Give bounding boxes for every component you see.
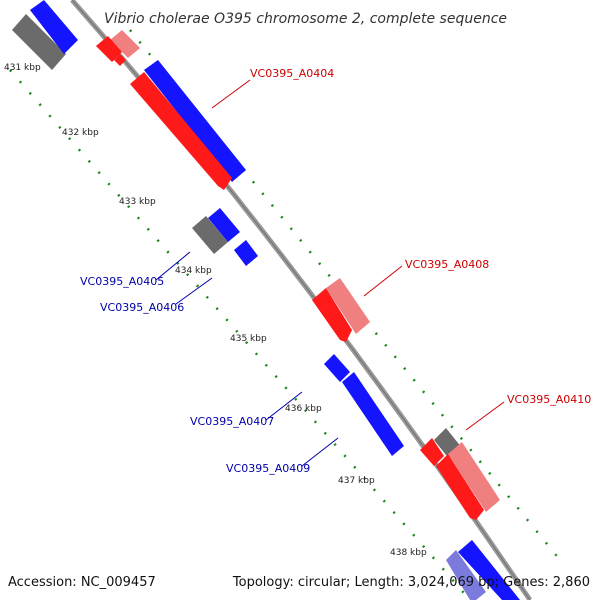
tick-435: 435 kbp <box>230 334 267 344</box>
leader-a0410 <box>465 401 505 431</box>
feature-reverse-a0408[interactable] <box>312 288 352 342</box>
feature-other-a0405[interactable] <box>192 216 228 254</box>
feature-forward-a0407[interactable] <box>324 354 350 382</box>
leader-a0404 <box>211 79 251 109</box>
feature-reverse-light-a0408[interactable] <box>326 278 370 334</box>
feature-forward-438a[interactable] <box>446 550 486 600</box>
gene-label-a0406[interactable]: VC0395_A0406 <box>100 301 184 314</box>
feature-forward-a0404[interactable] <box>144 60 246 182</box>
tick-433: 433 kbp <box>119 197 156 207</box>
gene-label-a0409[interactable]: VC0395_A0409 <box>226 462 310 475</box>
tick-436: 436 kbp <box>285 404 322 414</box>
gene-label-a0404[interactable]: VC0395_A0404 <box>250 67 334 80</box>
map-title: Vibrio cholerae O395 chromosome 2, compl… <box>104 11 507 27</box>
feature-forward-431[interactable] <box>30 0 78 54</box>
feature-reverse-a0410b[interactable] <box>436 454 484 520</box>
leader-a0406 <box>175 277 213 305</box>
tick-437: 437 kbp <box>338 476 375 486</box>
gene-label-a0408[interactable]: VC0395_A0408 <box>405 258 489 271</box>
feature-forward-a0409[interactable] <box>342 372 404 456</box>
tick-431: 431 kbp <box>4 63 41 73</box>
tick-labels: 431 kbp 432 kbp 433 kbp 434 kbp 435 kbp … <box>4 63 427 558</box>
leader-lines <box>155 79 505 467</box>
feature-reverse-light-a0410[interactable] <box>448 442 500 512</box>
gene-labels: VC0395_A0404 VC0395_A0405 VC0395_A0406 V… <box>80 67 591 475</box>
feature-blocks <box>12 0 520 600</box>
tick-438: 438 kbp <box>390 548 427 558</box>
tick-434: 434 kbp <box>175 266 212 276</box>
footer-accession: Accession: NC_009457 <box>8 575 156 590</box>
feature-forward-a0405[interactable] <box>208 208 240 242</box>
leader-a0407 <box>265 391 303 421</box>
leader-a0405 <box>155 251 191 281</box>
tick-432: 432 kbp <box>62 128 99 138</box>
gene-label-a0407[interactable]: VC0395_A0407 <box>190 415 274 428</box>
leader-a0408 <box>363 265 403 297</box>
feature-reverse-a0403[interactable] <box>96 36 122 62</box>
feature-reverse-a0404[interactable] <box>130 72 232 190</box>
gene-label-a0410[interactable]: VC0395_A0410 <box>507 393 591 406</box>
leader-a0409 <box>301 437 339 467</box>
feature-forward-a0406[interactable] <box>234 240 258 266</box>
feature-reverse-light-a0403[interactable] <box>110 30 140 58</box>
feature-forward-438b[interactable] <box>458 540 520 600</box>
feature-other-431a[interactable] <box>12 14 66 70</box>
feature-reverse-a0403b[interactable] <box>114 54 126 66</box>
footer-summary: Topology: circular; Length: 3,024,069 bp… <box>232 575 590 590</box>
feature-reverse-a0410[interactable] <box>420 438 444 466</box>
gene-label-a0405[interactable]: VC0395_A0405 <box>80 275 164 288</box>
